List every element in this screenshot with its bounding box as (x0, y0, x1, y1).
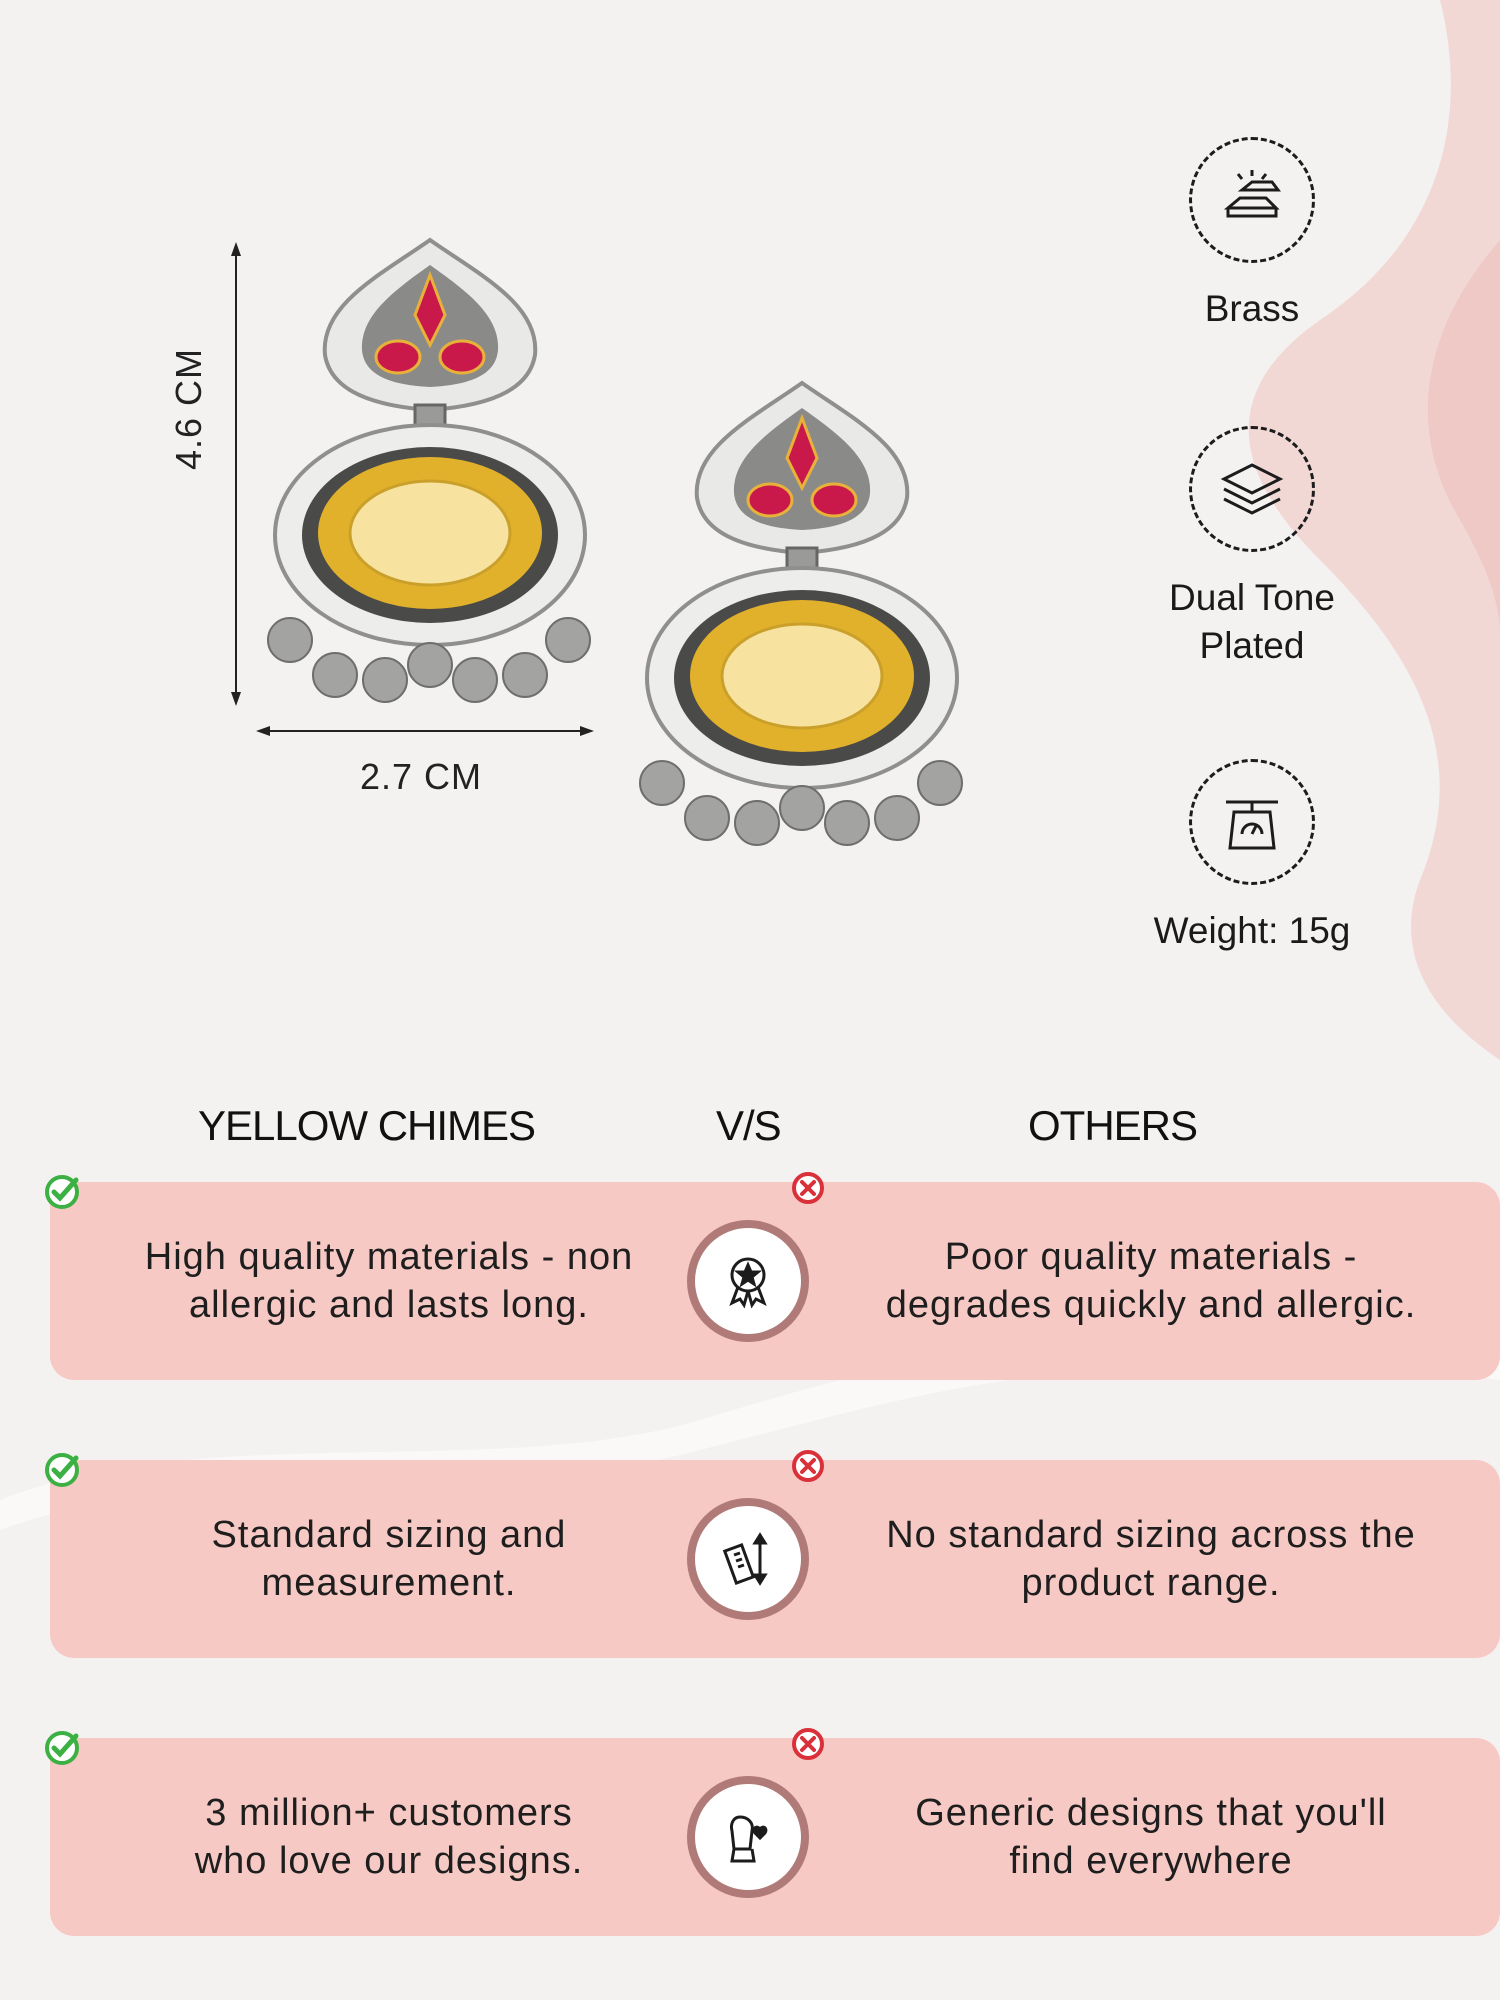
customer-love-icon (687, 1776, 809, 1898)
cross-icon (792, 1728, 824, 1760)
weighing-scale-icon (1189, 759, 1315, 885)
quality-badge-icon (687, 1220, 809, 1342)
height-dimension-label: 4.6 CM (168, 347, 209, 470)
check-icon (45, 1731, 79, 1765)
ruler-measure-icon (687, 1498, 809, 1620)
heading-vs: V/S (716, 1102, 782, 1149)
earring-image-right (639, 380, 963, 846)
comparison-card-theirs-1: Poor quality materials -degrades quickly… (752, 1182, 1500, 1380)
check-icon (45, 1453, 79, 1487)
heading-yellow-chimes: YELLOW CHIMES (198, 1102, 536, 1149)
cross-icon (792, 1450, 824, 1482)
brass-bars-icon (1189, 137, 1315, 263)
feature-brass: Brass (1142, 137, 1362, 333)
heading-others: OTHERS (1028, 1102, 1198, 1149)
layers-icon (1189, 426, 1315, 552)
check-icon (45, 1175, 79, 1209)
feature-weight-label: Weight: 15g (1153, 910, 1351, 951)
feature-weight: Weight: 15g (1142, 759, 1362, 955)
feature-dual-tone-label: Dual Tone Plated (1169, 577, 1335, 666)
cross-icon (792, 1172, 824, 1204)
earring-image-left (267, 237, 591, 703)
feature-brass-label: Brass (1204, 288, 1300, 329)
width-dimension-label: 2.7 CM (360, 756, 483, 797)
feature-dual-tone: Dual Tone Plated (1142, 426, 1362, 670)
